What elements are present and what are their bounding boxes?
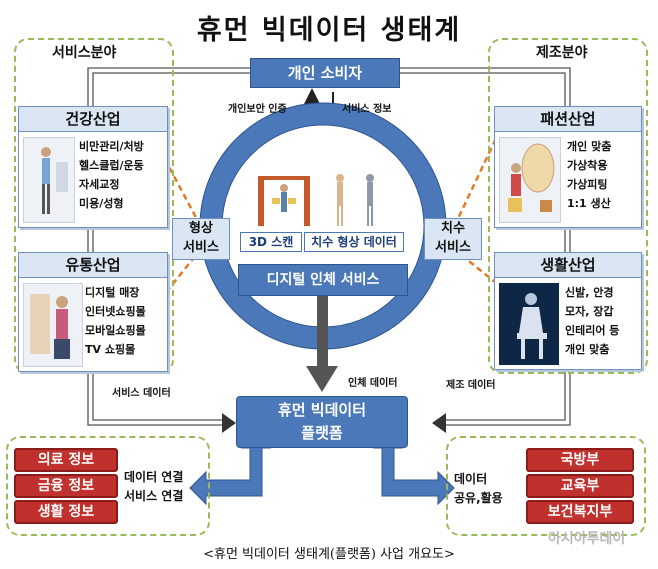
size-shape-data-label: 치수 형상 데이터: [304, 232, 404, 252]
body-data-label: 인체 데이터: [348, 378, 398, 389]
service-field-label: 서비스분야: [52, 45, 117, 61]
manufacturing-field-label: 제조분야: [536, 45, 588, 61]
size-service-box: 치수 서비스: [424, 218, 482, 260]
retail-item: 모바일쇼핑몰: [85, 324, 146, 337]
agency-panel: [446, 436, 646, 536]
retail-industry-title: 유통산업: [19, 253, 167, 278]
fashion-photo: [499, 137, 561, 223]
scan-3d-label: 3D 스캔: [240, 232, 302, 252]
retail-item: 인터넷쇼핑몰: [85, 305, 146, 318]
welfare-ministry-tag: 보건복지부: [526, 500, 634, 524]
living-item: 신발, 안경: [565, 286, 614, 299]
left-arrow-head: [222, 413, 236, 433]
finance-info-tag: 금융 정보: [14, 474, 118, 498]
defense-ministry-tag: 국방부: [526, 448, 634, 472]
left-double-line: [87, 67, 250, 426]
medical-info-tag: 의료 정보: [14, 448, 118, 472]
living-item: 인테리어 등: [565, 324, 620, 337]
fashion-item: 개인 맞춤: [567, 140, 612, 153]
health-item: 헬스클럽/운동: [79, 159, 144, 172]
info-panel: [6, 436, 210, 536]
consumer-box: 개인 소비자: [250, 58, 400, 88]
shape-service-box: 형상 서비스: [172, 218, 230, 260]
health-photo: [23, 137, 75, 223]
living-item: 개인 맞춤: [565, 343, 610, 356]
living-item: 모자, 장갑: [565, 305, 614, 318]
service-info-label: 서비스 정보: [342, 104, 392, 115]
service-field-panel: [14, 38, 174, 374]
service-data-label: 서비스 데이터: [112, 388, 171, 399]
page-title: 휴먼 빅데이터 생태계: [196, 15, 462, 46]
data-link-label: 데이터 연결: [124, 470, 184, 484]
health-industry-card: 건강산업 비만관리/처방 헬스클럽/운동 자세교정 미용/성형: [18, 106, 168, 228]
health-item: 미용/성형: [79, 197, 124, 210]
living-industry-card: 생활산업 신발, 안경 모자, 장갑 인테리어 등 개인 맞춤: [494, 252, 642, 370]
auth-label: 개인보안 인증: [228, 104, 287, 115]
fashion-item: 가상착용: [567, 159, 608, 172]
manufacturing-data-label: 제조 데이터: [446, 380, 496, 391]
human-bigdata-platform-box: 휴먼 빅데이터 플랫폼: [236, 396, 408, 448]
living-photo: [499, 283, 559, 365]
fashion-industry-title: 패션산업: [495, 107, 641, 132]
right-double-line: [400, 67, 571, 426]
fashion-industry-card: 패션산업 개인 맞춤 가상착용 가상피팅 1:1 생산: [494, 106, 642, 228]
figure-caption: <휴먼 빅데이터 생태계(플랫폼) 사업 개요도>: [203, 547, 455, 562]
body-model-illustration: [326, 170, 388, 230]
retail-item: 디지털 매장: [85, 286, 140, 299]
education-ministry-tag: 교육부: [526, 474, 634, 498]
right-arrow-head: [432, 413, 446, 433]
service-link-label: 서비스 연결: [124, 489, 184, 503]
data-share-label: 공유,활용: [454, 491, 503, 505]
manufacturing-field-panel: [488, 38, 648, 374]
scanner-illustration: [256, 172, 312, 230]
living-industry-title: 생활산업: [495, 253, 641, 278]
retail-industry-card: 유통산업 디지털 매장 인터넷쇼핑몰 모바일쇼핑몰 TV 쇼핑몰: [18, 252, 168, 372]
fashion-item: 가상피팅: [567, 178, 608, 191]
digital-body-service-box: 디지털 인체 서비스: [238, 264, 408, 296]
health-item: 비만관리/처방: [79, 140, 144, 153]
health-item: 자세교정: [79, 178, 120, 191]
fashion-item: 1:1 생산: [567, 197, 611, 210]
data-share-label: 데이터: [454, 472, 488, 486]
health-industry-title: 건강산업: [19, 107, 167, 132]
life-info-tag: 생활 정보: [14, 500, 118, 524]
watermark: 아시아투데이: [548, 531, 626, 547]
retail-photo: [23, 283, 83, 367]
retail-item: TV 쇼핑몰: [85, 343, 136, 356]
